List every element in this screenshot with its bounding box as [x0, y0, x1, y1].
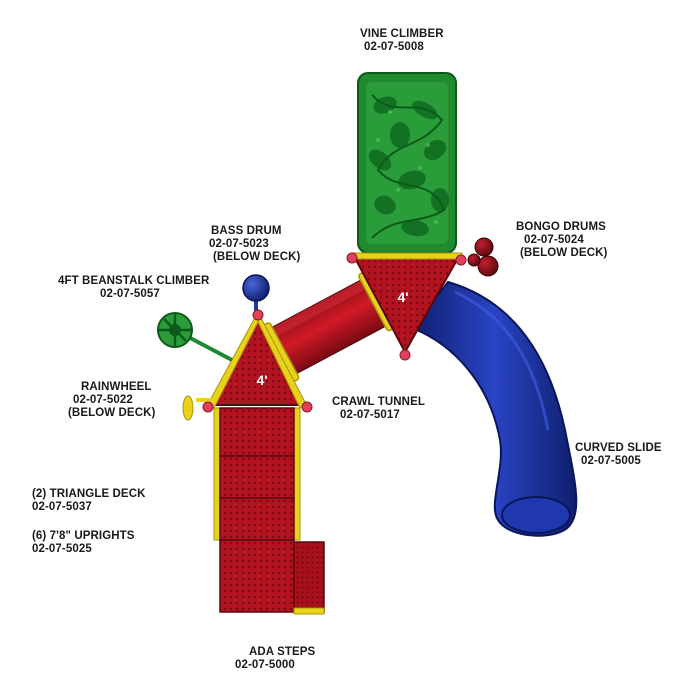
vine-climber-name: VINE CLIMBER: [360, 28, 444, 40]
curved-slide-name: CURVED SLIDE: [575, 442, 662, 454]
label-vine-climber: VINE CLIMBER 02-07-5008: [360, 28, 444, 54]
label-uprights: (6) 7'8" UPRIGHTS 02-07-5025: [32, 530, 135, 556]
beanstalk-climber-name: 4FT BEANSTALK CLIMBER: [58, 275, 210, 287]
label-triangle-deck: (2) TRIANGLE DECK 02-07-5037: [32, 488, 146, 514]
uprights-name: (6) 7'8" UPRIGHTS: [32, 530, 135, 542]
right-deck-height: 4': [397, 289, 408, 305]
bass-drum-note: (BELOW DECK): [213, 251, 301, 263]
crawl-tunnel-name: CRAWL TUNNEL: [332, 396, 425, 408]
label-bass-drum: BASS DRUM 02-07-5023 (BELOW DECK): [209, 225, 300, 264]
rainwheel-note: (BELOW DECK): [68, 407, 156, 419]
label-ada-steps: ADA STEPS 02-07-5000: [235, 646, 315, 672]
bongo-drums: [467, 237, 499, 277]
rainwheel-code: 02-07-5022: [73, 394, 133, 406]
rainwheel-name: RAINWHEEL: [81, 381, 152, 393]
label-curved-slide: CURVED SLIDE 02-07-5005: [575, 442, 662, 468]
curved-slide-code: 02-07-5005: [581, 455, 641, 467]
bongo-drums-code: 02-07-5024: [524, 234, 584, 246]
vine-climber: [357, 72, 457, 254]
ada-steps: [219, 539, 325, 615]
triangle-deck-left: 4': [207, 311, 307, 409]
label-rainwheel: RAINWHEEL 02-07-5022 (BELOW DECK): [68, 381, 155, 420]
bongo-drums-name: BONGO DRUMS: [516, 221, 606, 233]
triangle-deck-name: (2) TRIANGLE DECK: [32, 488, 146, 500]
bass-drum-name: BASS DRUM: [211, 225, 282, 237]
ada-steps-name: ADA STEPS: [249, 646, 316, 658]
label-bongo-drums: BONGO DRUMS 02-07-5024 (BELOW DECK): [516, 221, 607, 260]
triangle-deck-right: 4': [351, 252, 463, 355]
left-deck-height: 4': [256, 372, 267, 388]
crawl-tunnel-code: 02-07-5017: [340, 409, 400, 421]
beanstalk-climber-code: 02-07-5057: [100, 288, 160, 300]
ada-steps-code: 02-07-5000: [235, 659, 295, 671]
vine-climber-code: 02-07-5008: [364, 41, 424, 53]
bongo-drums-note: (BELOW DECK): [520, 247, 608, 259]
bass-drum-code: 02-07-5023: [209, 238, 269, 250]
label-beanstalk-climber: 4FT BEANSTALK CLIMBER 02-07-5057: [58, 275, 209, 301]
connectors: [202, 252, 467, 413]
beanstalk-climber: [157, 312, 233, 362]
rainwheel: [182, 395, 212, 421]
label-crawl-tunnel: CRAWL TUNNEL 02-07-5017: [332, 396, 425, 422]
bass-drum: [242, 274, 270, 314]
triangle-deck-code: 02-07-5037: [32, 501, 92, 513]
uprights-code: 02-07-5025: [32, 543, 92, 555]
stair-tower: [213, 407, 301, 541]
curved-slide: [410, 280, 578, 537]
